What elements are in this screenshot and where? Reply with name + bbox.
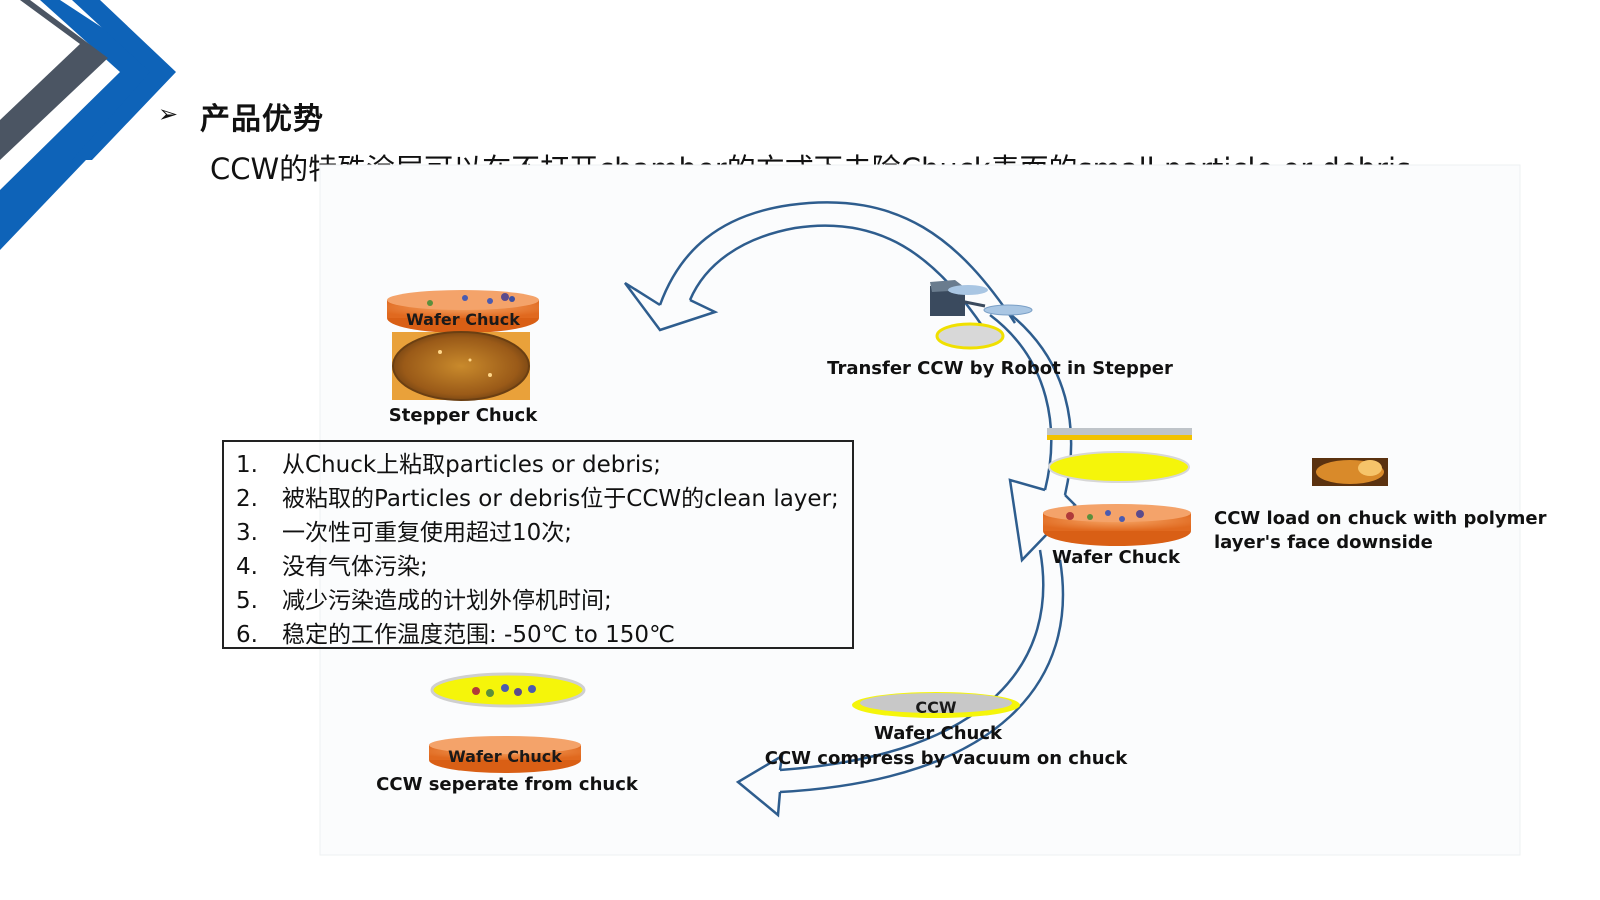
robot-arm-icon bbox=[930, 280, 1033, 316]
ccw-load-stack bbox=[1043, 428, 1192, 546]
cycle-arrow-top bbox=[623, 201, 1017, 332]
compress-label: CCW compress by vacuum on chuck bbox=[764, 748, 1128, 769]
list-item-number: 2. bbox=[236, 486, 258, 512]
transfer-label: Transfer CCW by Robot in Stepper bbox=[827, 358, 1173, 379]
compress-chuck-label: Wafer Chuck bbox=[873, 723, 1003, 744]
advantages-list: 1. 从Chuck上粘取particles or debris; 2. 被粘取的Pa… bbox=[222, 440, 854, 649]
stepper-chuck-label: Stepper Chuck bbox=[388, 405, 538, 426]
load-chuck-label: Wafer Chuck bbox=[1051, 547, 1181, 568]
wafer-photo-thumbnail bbox=[1312, 458, 1388, 486]
stepper-top-chuck-label: Wafer Chuck bbox=[406, 310, 520, 329]
corner-chevron-decoration bbox=[0, 0, 176, 250]
list-item: 6. 稳定的工作温度范围: -50℃ to 150℃ bbox=[236, 618, 842, 652]
separate-label: CCW seperate from chuck bbox=[376, 774, 638, 795]
separate-chuck-label: Wafer Chuck bbox=[448, 747, 562, 766]
list-item: 5. 减少污染造成的计划外停机时间; bbox=[236, 584, 842, 618]
list-item-number: 5. bbox=[236, 588, 258, 614]
compress-ccw-label: CCW bbox=[915, 698, 956, 717]
ccw-compress-disc bbox=[852, 692, 1020, 718]
list-item-number: 4. bbox=[236, 554, 258, 580]
list-item-text: 没有气体污染; bbox=[282, 554, 428, 580]
list-item: 4. 没有气体污染; bbox=[236, 550, 842, 584]
list-item: 3. 一次性可重复使用超过10次; bbox=[236, 516, 842, 550]
cycle-arrow-bottom bbox=[735, 549, 1065, 818]
list-item-text: 被粘取的Particles or debris位于CCW的clean layer… bbox=[282, 486, 839, 512]
arrow-bullet-icon: ➢ bbox=[158, 100, 179, 128]
stepper-chuck-photo bbox=[392, 331, 530, 401]
list-item-number: 1. bbox=[236, 452, 258, 478]
page-title: 产品优势 bbox=[200, 102, 324, 137]
transfer-ccw-wafer bbox=[935, 322, 1005, 350]
ccw-separate-disc bbox=[430, 672, 586, 708]
list-item-number: 3. bbox=[236, 520, 258, 546]
stepper-wafer-chuck-disc bbox=[387, 290, 539, 333]
list-item-text: 减少污染造成的计划外停机时间; bbox=[282, 588, 612, 614]
load-label-line1: CCW load on chuck with polymer bbox=[1214, 508, 1547, 529]
list-item-text: 从Chuck上粘取particles or debris; bbox=[282, 452, 661, 478]
list-item-text: 稳定的工作温度范围: -50℃ to 150℃ bbox=[282, 622, 675, 648]
list-item: 2. 被粘取的Particles or debris位于CCW的clean lay… bbox=[236, 482, 842, 516]
list-item-number: 6. bbox=[236, 622, 258, 648]
load-label-line2: layer's face downside bbox=[1214, 532, 1433, 553]
separate-wafer-chuck-disc bbox=[429, 736, 581, 773]
list-item-text: 一次性可重复使用超过10次; bbox=[282, 520, 573, 546]
list-item: 1. 从Chuck上粘取particles or debris; bbox=[236, 448, 842, 482]
